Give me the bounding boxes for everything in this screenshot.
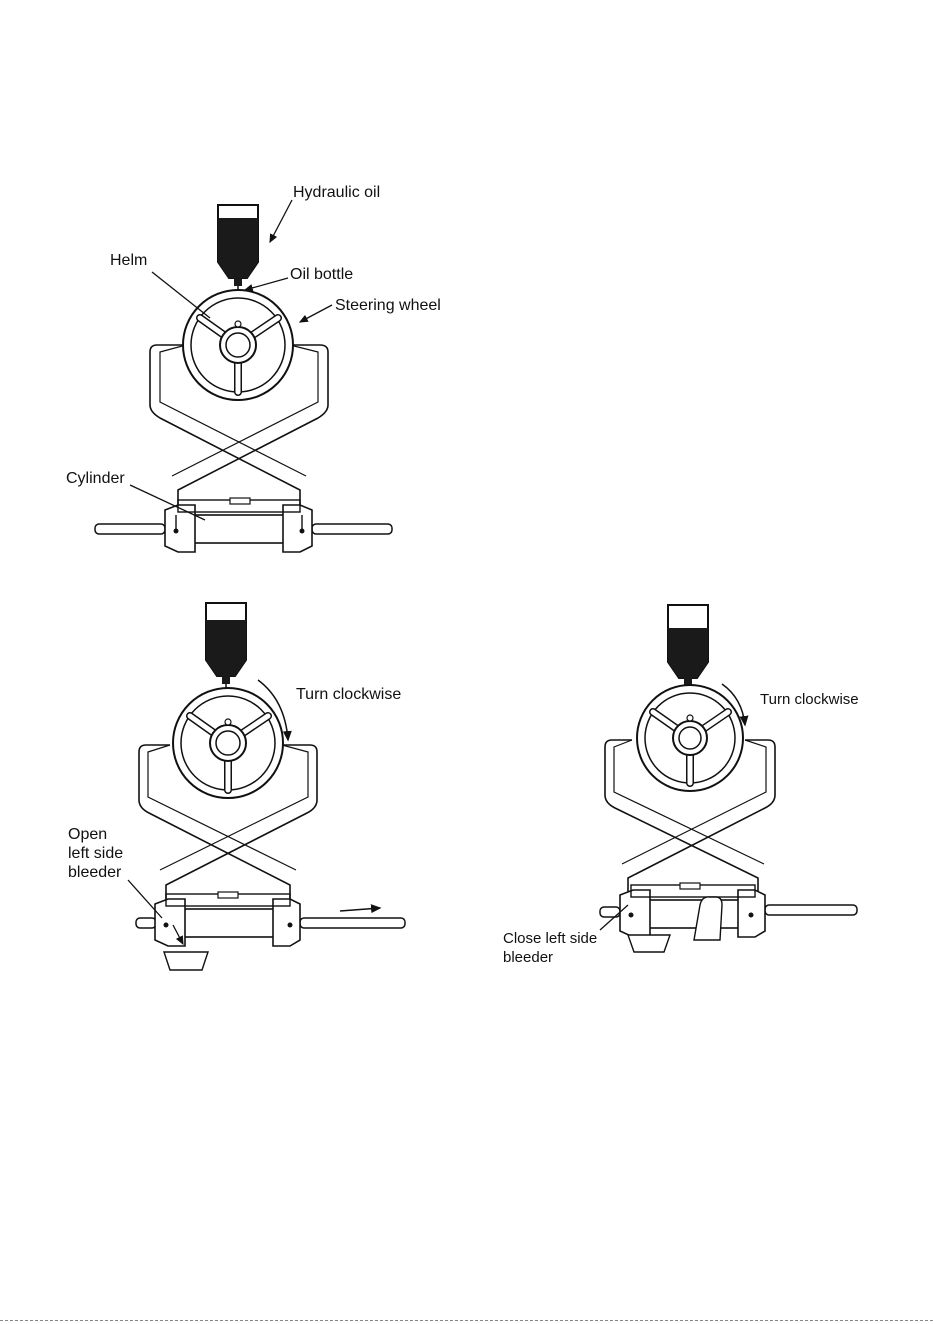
cylinder — [95, 498, 392, 552]
figure-2 — [128, 603, 405, 970]
label-turn-clockwise: Turn clockwise — [296, 685, 401, 704]
steering-wheel — [637, 685, 743, 791]
label-oil-bottle: Oil bottle — [290, 265, 353, 284]
label-hydraulic-oil: Hydraulic oil — [293, 183, 380, 202]
drip-cup — [628, 935, 670, 952]
label-cylinder: Cylinder — [66, 469, 125, 488]
drip-cup — [164, 952, 208, 970]
figure-3 — [600, 605, 857, 952]
label-steering-wheel: Steering wheel — [335, 296, 441, 315]
page-edge-divider — [0, 1320, 933, 1321]
steering-wheel — [173, 688, 283, 798]
cylinder — [600, 883, 857, 937]
oil-fill — [206, 620, 246, 676]
label-close-left-bleeder: Close left side bleeder — [503, 929, 597, 967]
oil-fill — [218, 218, 258, 278]
label-turn-clockwise: Turn clockwise — [760, 690, 859, 709]
label-open-left-bleeder: Open left side bleeder — [68, 825, 123, 882]
steering-wheel — [183, 290, 293, 400]
oil-fill — [668, 628, 708, 678]
label-helm: Helm — [110, 251, 147, 270]
cylinder — [136, 892, 405, 946]
